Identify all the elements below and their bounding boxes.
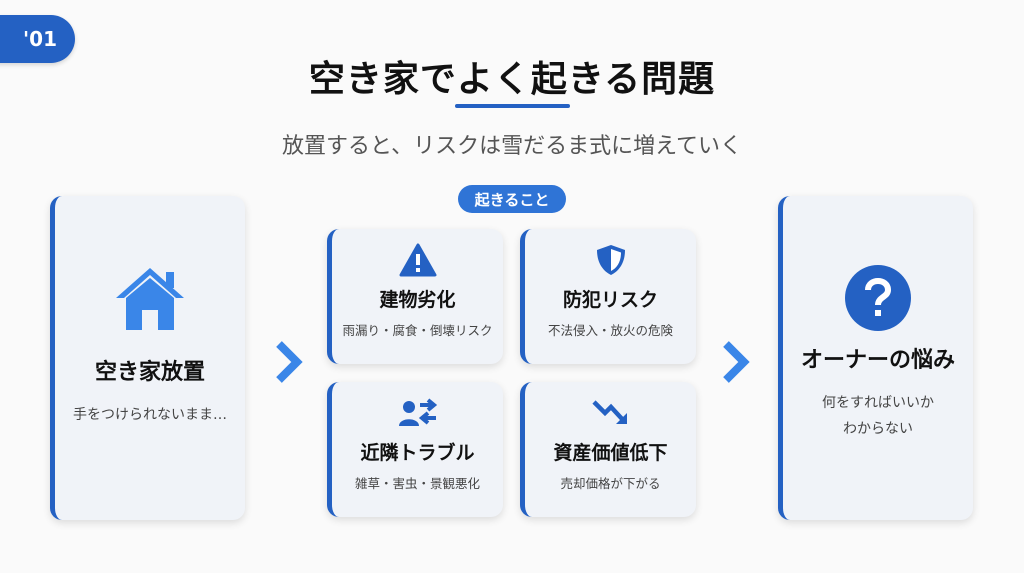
card-subtitle-line: わからない <box>843 421 913 437</box>
card-title: オーナーの悩み <box>800 348 955 373</box>
section-pill: 起きること <box>458 185 566 213</box>
page-title: 空き家でよく起きる問題 <box>308 59 716 100</box>
question-icon <box>845 265 911 331</box>
card-subtitle: 手をつけられないまま… <box>73 407 227 423</box>
card-vacant-house: 空き家放置 手をつけられないまま… <box>50 196 245 520</box>
section-number-badge: '01 <box>0 15 75 63</box>
card-neighbor-trouble: 近隣トラブル 雑草・害虫・景観悪化 <box>327 382 503 517</box>
warning-icon <box>399 243 436 277</box>
card-subtitle: 不法侵入・放火の危険 <box>547 323 673 338</box>
card-title: 資産価値低下 <box>553 442 668 464</box>
page-subtitle: 放置すると、リスクは雪だるま式に増えていく <box>281 134 743 159</box>
card-title: 近隣トラブル <box>360 442 475 464</box>
chevron-right-icon <box>723 341 750 383</box>
trend-down-icon <box>591 400 627 424</box>
card-subtitle: 売却価格が下がる <box>560 476 661 491</box>
badge-text: '01 <box>23 27 57 51</box>
title-underline <box>455 104 570 108</box>
card-title: 建物劣化 <box>379 289 456 311</box>
chevron-right-icon <box>276 341 303 383</box>
card-subtitle: 雑草・害虫・景観悪化 <box>354 476 480 491</box>
card-owner-worry: オーナーの悩み 何をすればいいかわからない <box>778 196 973 520</box>
card-title: 空き家放置 <box>94 360 205 385</box>
card-subtitle: 何をすればいいかわからない <box>822 390 934 442</box>
card-title: 防犯リスク <box>562 289 658 311</box>
card-security-risk: 防犯リスク 不法侵入・放火の危険 <box>520 229 696 364</box>
shield-icon <box>596 245 625 275</box>
card-asset-value-decline: 資産価値低下 売却価格が下がる <box>520 382 696 517</box>
people-exchange-icon <box>398 398 437 426</box>
house-icon <box>116 268 184 330</box>
card-subtitle-line: 何をすればいいか <box>822 395 934 411</box>
card-subtitle: 雨漏り・腐食・倒壊リスク <box>342 323 493 338</box>
card-building-deterioration: 建物劣化 雨漏り・腐食・倒壊リスク <box>327 229 503 364</box>
